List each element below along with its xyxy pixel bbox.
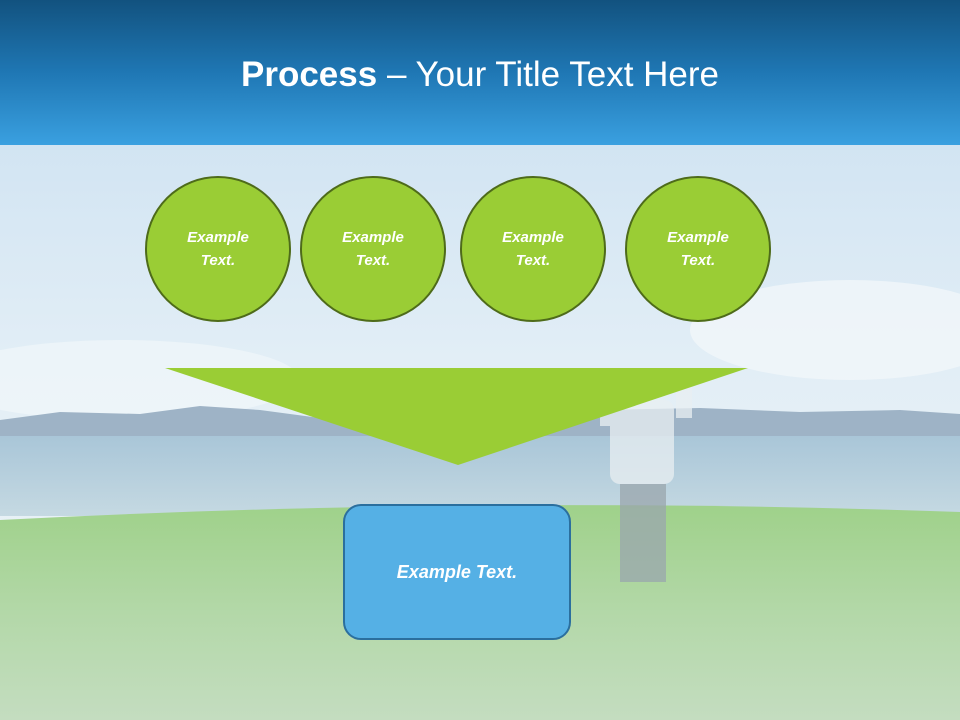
result-box-text: Example Text.: [396, 561, 518, 582]
step-2-line-1: Example: [342, 229, 404, 246]
person-figure: [600, 378, 692, 582]
process-step-4[interactable]: Example Text.: [625, 176, 771, 322]
title-bar: Process – Your Title Text Here: [0, 0, 960, 145]
step-2-line-2: Text.: [355, 252, 391, 269]
process-step-3[interactable]: Example Text.: [460, 176, 606, 322]
step-1-line-1: Example: [187, 229, 249, 246]
process-step-4-text: Example Text.: [653, 226, 743, 272]
step-1-line-2: Text.: [200, 252, 236, 269]
title-rest-text: – Your Title Text Here: [377, 55, 719, 94]
title-bold-text: Process: [241, 55, 378, 94]
process-step-1-text: Example Text.: [173, 226, 263, 272]
process-step-1[interactable]: Example Text.: [145, 176, 291, 322]
process-step-2-text: Example Text.: [328, 226, 418, 272]
result-box[interactable]: Example Text.: [343, 504, 571, 640]
step-3-line-1: Example: [502, 229, 564, 246]
process-step-2[interactable]: Example Text.: [300, 176, 446, 322]
step-4-line-1: Example: [667, 229, 729, 246]
step-3-line-2: Text.: [515, 252, 551, 269]
slide-title: Process – Your Title Text Here: [0, 52, 960, 98]
step-4-line-2: Text.: [680, 252, 716, 269]
process-step-3-text: Example Text.: [488, 226, 578, 272]
